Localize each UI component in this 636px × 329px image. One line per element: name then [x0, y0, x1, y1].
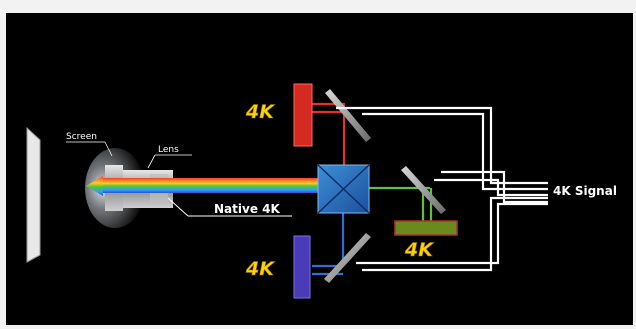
dichroic-prism	[317, 164, 370, 214]
native-4k-label: Native 4K	[214, 202, 280, 216]
combined-beam	[100, 178, 345, 193]
lens-label: Lens	[158, 145, 179, 155]
screen-label: Screen	[66, 132, 97, 142]
blue-panel-badge: 4K	[245, 258, 275, 280]
green-panel-badge: 4K	[404, 239, 434, 261]
red-mirror	[325, 89, 371, 142]
native-leader	[167, 197, 189, 217]
green-panel	[394, 220, 458, 236]
signal-label: 4K Signal	[553, 184, 617, 198]
green-mirror	[401, 166, 446, 214]
red-panel	[293, 83, 313, 147]
beam-arrowhead	[86, 176, 103, 196]
blue-mirror	[324, 233, 371, 283]
signal-wires	[336, 106, 548, 272]
red-panel-badge: 4K	[245, 101, 275, 123]
screen	[26, 126, 41, 263]
blue-panel	[293, 235, 311, 299]
